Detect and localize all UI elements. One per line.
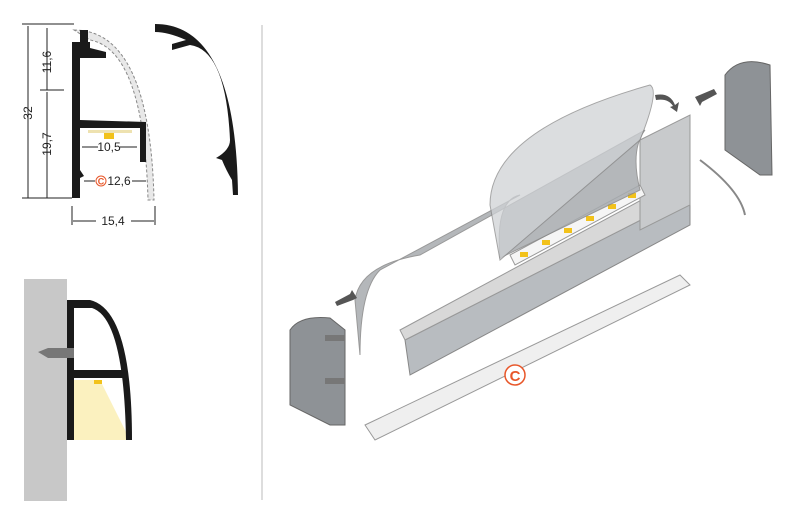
dim-total-width: 15,4 (101, 214, 125, 228)
cover-profile (155, 24, 238, 195)
cover-c-icon (95, 175, 107, 187)
cover-marker-large: C (510, 368, 521, 385)
dim-cover-width: 12,6 (107, 174, 131, 188)
exploded-view: C (289, 61, 773, 441)
dimension-lines (22, 23, 156, 225)
led-chip (104, 133, 114, 139)
cover-marker-small: C (98, 177, 105, 187)
arrow-icons (335, 89, 717, 306)
dim-lower-height: 19,7 (40, 132, 54, 156)
mounted-illustration (24, 279, 132, 501)
led-chips (520, 193, 636, 257)
dim-led-width: 10,5 (97, 140, 121, 154)
dim-total-height: 32 (21, 106, 35, 120)
dim-upper-height: 11,6 (40, 50, 54, 73)
cover-c-icon-large (504, 364, 526, 386)
cross-section (72, 29, 155, 201)
